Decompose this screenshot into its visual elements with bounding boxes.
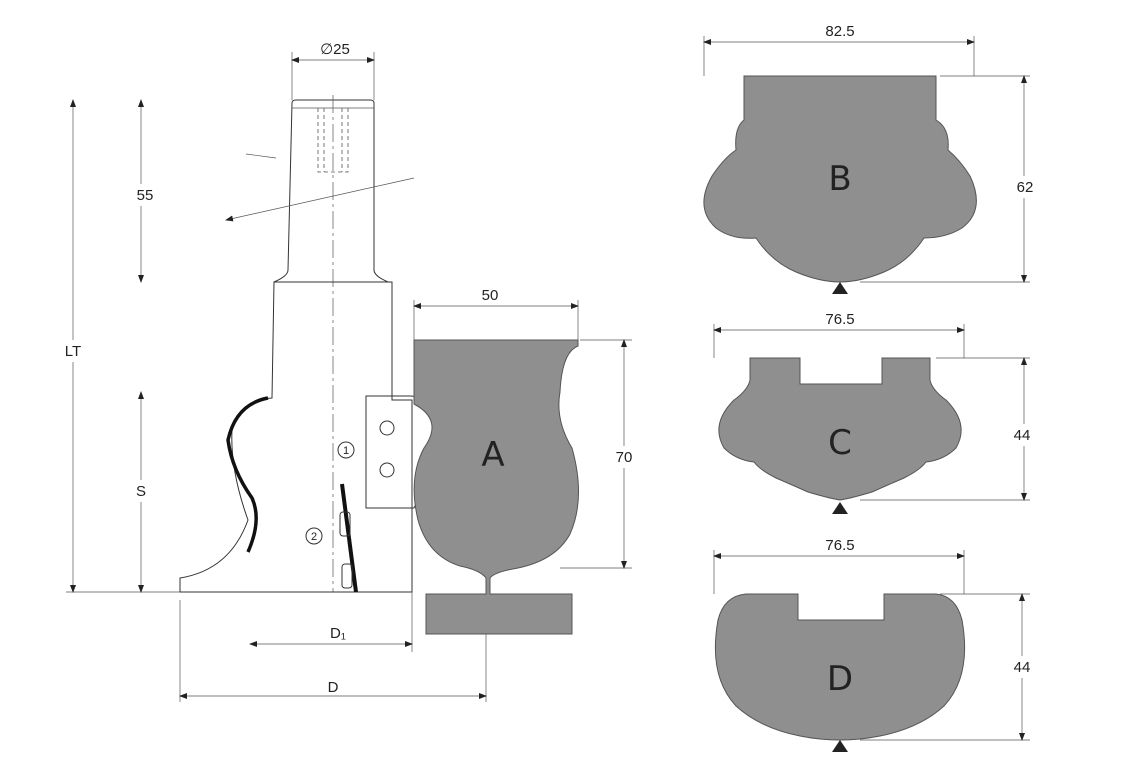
tool-body: 1 2 (179, 95, 437, 593)
profile-a-letter: A (481, 435, 504, 475)
profile-d-letter: D (827, 659, 853, 699)
profile-b: B 82.5 62 (703, 23, 1040, 294)
profile-a: A 50 70 (413, 287, 638, 635)
total-length-label: LT (65, 343, 81, 360)
profile-b-width: 82.5 (825, 23, 854, 40)
profile-c-width: 76.5 (825, 311, 854, 328)
profile-c-letter: C (828, 423, 852, 463)
profile-b-height: 62 (1017, 179, 1034, 196)
profile-d: D 76.5 44 (713, 537, 1038, 752)
shank-diameter-label: ∅25 (320, 41, 350, 58)
part-label-1: 1 (343, 445, 349, 457)
profile-d-width: 76.5 (825, 537, 854, 554)
inner-diameter-label: D₁ (330, 625, 346, 642)
shank-length-label: 55 (137, 187, 154, 204)
profile-d-height: 44 (1014, 659, 1031, 676)
cutting-height-label: S (136, 483, 146, 500)
outer-diameter-label: D (328, 679, 339, 696)
profile-c: C 76.5 44 (713, 311, 1040, 514)
profile-b-letter: B (828, 159, 851, 199)
part-label-2: 2 (311, 531, 317, 543)
profile-a-width: 50 (482, 287, 499, 304)
profile-a-height: 70 (616, 449, 633, 466)
tool-dimensions: ∅25 LT 55 S D₁ D (60, 41, 487, 702)
profile-c-height: 44 (1014, 427, 1031, 444)
